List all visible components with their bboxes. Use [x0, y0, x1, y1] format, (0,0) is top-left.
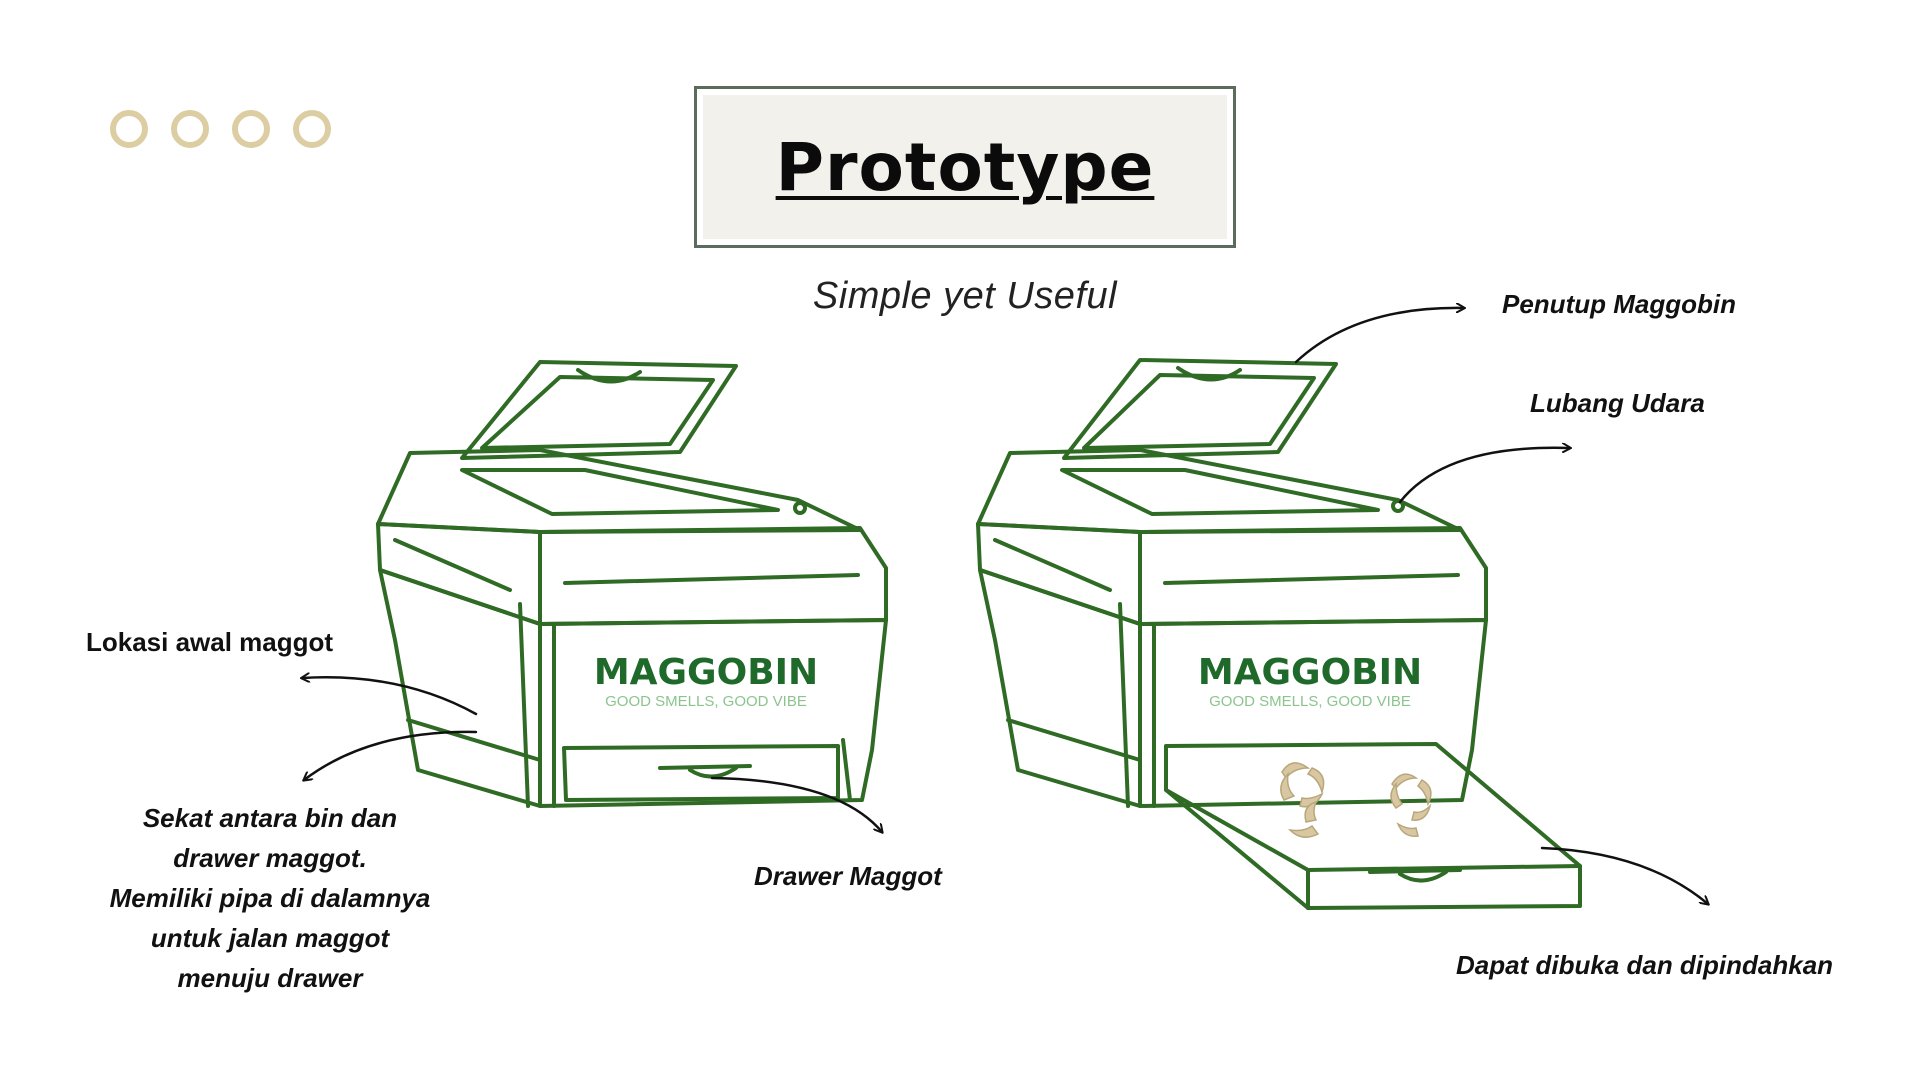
arrow-sekat [304, 730, 478, 780]
arrow-penutup [1294, 308, 1464, 364]
label-sekat-line: untuk jalan maggot [150, 923, 390, 953]
maggot-icons [1280, 762, 1432, 838]
dot-icon [110, 110, 148, 148]
label-dapat-dibuka: Dapat dibuka dan dipindahkan [1456, 950, 1834, 980]
dot-icon [171, 110, 209, 148]
bin-open [976, 358, 1582, 910]
brand-tagline-right: GOOD SMELLS, GOOD VIBE [1209, 693, 1411, 710]
page-title: Prototype [775, 128, 1155, 206]
brand-tagline-left: GOOD SMELLS, GOOD VIBE [605, 693, 807, 710]
label-sekat-line: Sekat antara bin dan [142, 803, 398, 833]
brand-name-right: MAGGOBIN [1198, 652, 1422, 693]
label-lubang-udara: Lubang Udara [1530, 388, 1705, 418]
arrow-dapat [1540, 846, 1708, 904]
label-sekat-line: Memiliki pipa di dalamnya [109, 883, 431, 913]
label-lokasi-awal-maggot: Lokasi awal maggot [86, 627, 334, 657]
label-sekat-line: menuju drawer [177, 963, 363, 993]
arrow-lokasi [302, 677, 478, 716]
title-inner: Prototype [703, 95, 1227, 239]
label-penutup-maggobin: Penutup Maggobin [1502, 289, 1736, 319]
arrow-lubang [1398, 448, 1570, 504]
label-sekat: Sekat antara bin dan drawer maggot. Memi… [90, 798, 450, 998]
bin-closed [376, 360, 888, 808]
decorative-dots [110, 110, 331, 148]
subtitle: Simple yet Useful [812, 275, 1118, 317]
title-box: Prototype [694, 86, 1236, 248]
dot-icon [232, 110, 270, 148]
brand-name-left: MAGGOBIN [594, 652, 818, 693]
dot-icon [293, 110, 331, 148]
annotation-arrows [302, 308, 1708, 904]
label-drawer-maggot: Drawer Maggot [754, 861, 942, 891]
label-sekat-line: drawer maggot. [173, 843, 367, 873]
arrow-drawer [710, 776, 882, 832]
